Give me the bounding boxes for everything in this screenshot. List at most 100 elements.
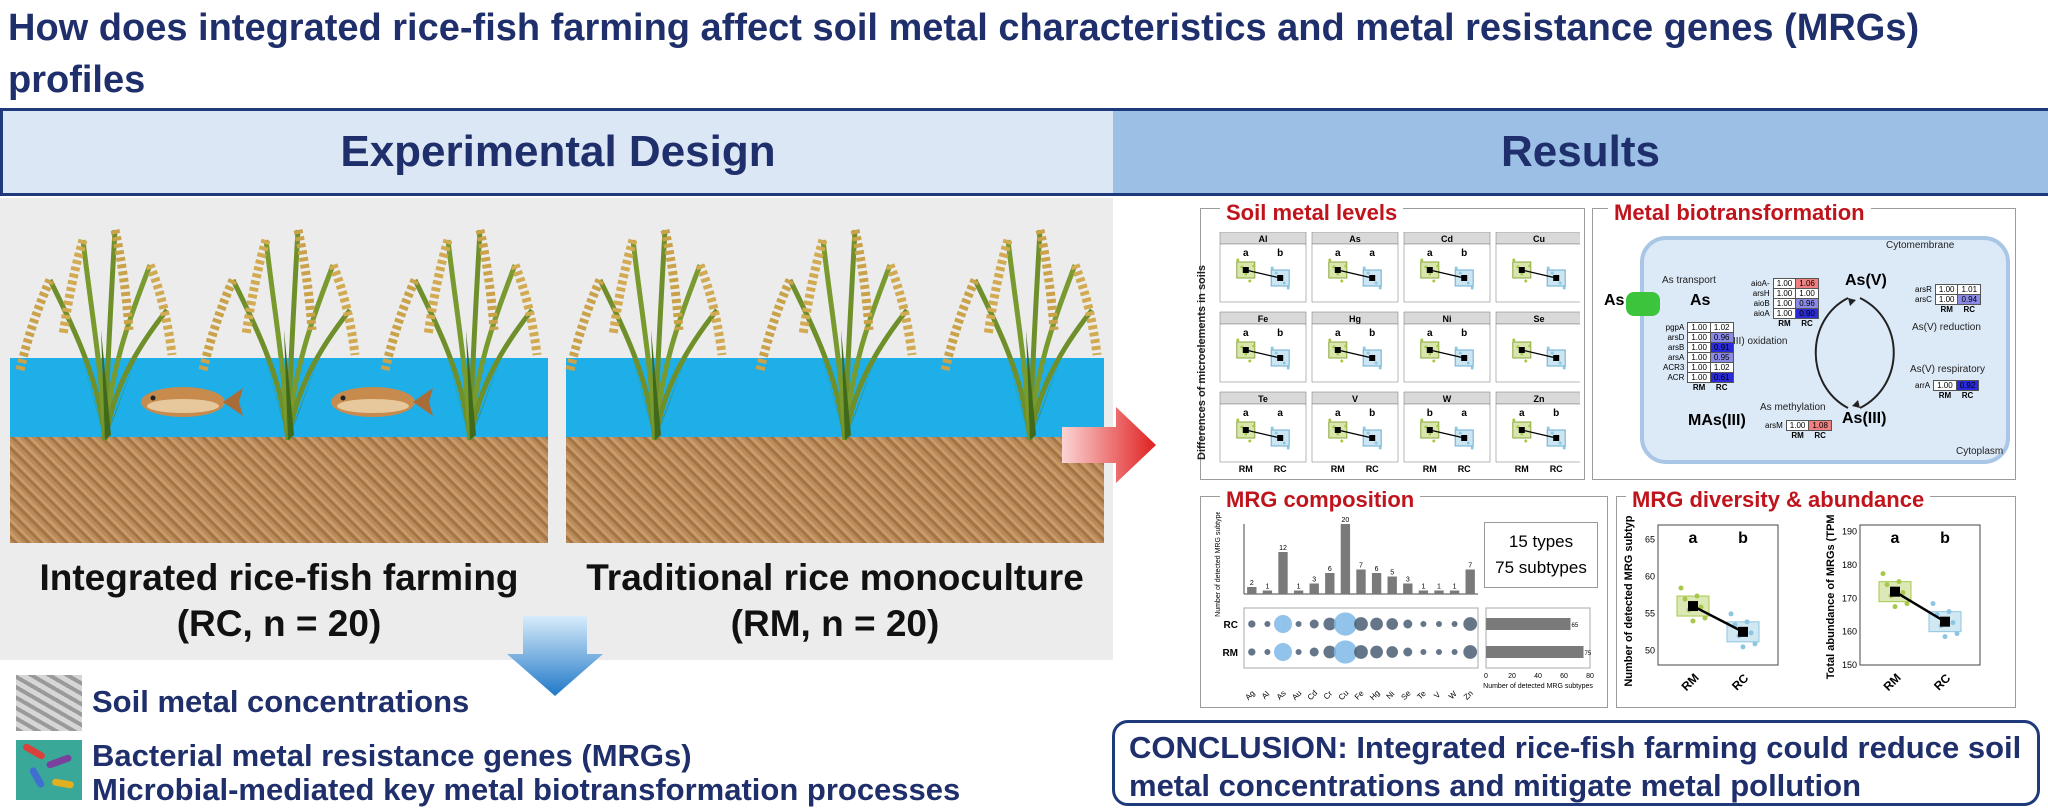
mean-marker [1688, 601, 1698, 612]
comp-bar [1356, 569, 1366, 594]
diversity-ylabel: Number of detected MRG subtypes [1623, 515, 1635, 687]
rc-point [1466, 361, 1470, 365]
group-label: RC [1729, 671, 1751, 693]
diversity-ytick: 190 [1842, 527, 1857, 537]
rm-mean [1242, 347, 1249, 353]
comp-bar [1418, 590, 1429, 594]
metal-tick: As [1275, 689, 1288, 702]
panel-frame [1495, 403, 1580, 463]
comp-bar-label: 2 [1250, 580, 1254, 587]
rm-value: 1.00 [1933, 380, 1957, 391]
mean-line [1429, 429, 1465, 439]
rm-point [1436, 344, 1440, 348]
rm-mean [1518, 427, 1525, 433]
rc-point [1458, 431, 1462, 435]
significance-letter: a [1891, 530, 1900, 547]
metal-tick: Au [1290, 689, 1303, 702]
rc-point [1558, 361, 1562, 365]
rc-point [1454, 346, 1458, 350]
panel-frame [1311, 243, 1399, 303]
rc-point [1458, 271, 1462, 275]
rc-bubble [1295, 621, 1302, 627]
mean-line [1245, 349, 1281, 359]
rm-point [1516, 265, 1520, 269]
gene-name: arsB [1667, 343, 1685, 352]
group-label-rc: RC [1458, 464, 1471, 474]
panel-name: Se [1533, 314, 1544, 324]
diversity-ytick: 160 [1842, 627, 1857, 637]
rm-bubble [1309, 647, 1319, 657]
rc-point [1562, 286, 1566, 290]
rc-letter: b [1553, 408, 1559, 419]
gene-name: ACR3 [1663, 363, 1685, 372]
comp-bar-label: 3 [1406, 577, 1410, 584]
rc-point [1274, 431, 1278, 435]
col-rm-label: RM [1940, 305, 1953, 314]
comp-bar-label: 1 [1453, 584, 1457, 591]
rm-point [1344, 424, 1348, 428]
masiii-label: MAs(III) [1688, 412, 1746, 429]
rm-point [1240, 345, 1244, 349]
rm-point [1428, 272, 1432, 276]
rc-point [1728, 611, 1734, 617]
rc-mean [1277, 275, 1284, 281]
panel-frame [1219, 243, 1307, 303]
rm-value: 1.00 [1785, 420, 1810, 431]
comp-bar-label: 20 [1342, 517, 1350, 524]
metal-tick: Zn [1462, 689, 1475, 702]
metal-tick: Se [1399, 688, 1413, 702]
rc-caption-line2: (RC, n = 20) [176, 603, 382, 644]
rc-value: 0.92 [1955, 380, 1980, 391]
rc-bubble [1370, 617, 1383, 631]
rm-bubble [1248, 648, 1256, 656]
rc-point [1550, 351, 1554, 355]
rm-point [1516, 345, 1520, 349]
rc-point [1466, 441, 1470, 445]
rm-point [1332, 265, 1336, 269]
panel-name: Te [1258, 394, 1268, 404]
rc-letter: a [1461, 408, 1467, 419]
diversity-ytick: 170 [1842, 593, 1857, 603]
panel-name: Al [1259, 234, 1268, 244]
panel-frame [1219, 403, 1307, 463]
rm-point [1244, 352, 1248, 356]
blank-cell [1912, 391, 1934, 401]
rc-mean [1277, 355, 1284, 361]
comp-bar-label: 12 [1279, 545, 1287, 552]
rc-point [1366, 351, 1370, 355]
group-label-rm: RM [1515, 464, 1529, 474]
mean-line [1521, 269, 1557, 279]
rc-point [1362, 426, 1366, 430]
biotransformation-title: Metal biotransformation [1608, 200, 1871, 226]
group-label-rm: RM [1423, 464, 1437, 474]
rm-point [1328, 418, 1332, 422]
rm-point [1336, 272, 1340, 276]
diversity-frame [1859, 524, 1981, 666]
mean-line [1894, 590, 1946, 623]
rc-value: 1.02 [1709, 322, 1734, 333]
rc-bubble [1264, 621, 1271, 627]
rc-bubble [1248, 620, 1256, 628]
fish-icon [331, 387, 433, 417]
group-label-rc: RC [1366, 464, 1379, 474]
group-label-rc: RC [1274, 464, 1287, 474]
rm-letter: b [1427, 408, 1433, 419]
rc-value: 0.94 [1957, 294, 1982, 305]
comp-bar-label: 7 [1468, 563, 1472, 570]
rm-point [1336, 432, 1340, 436]
rm-value: 1.00 [1687, 322, 1711, 333]
rm-letter: a [1243, 328, 1249, 339]
mean-line [1337, 429, 1373, 439]
rm-mean [1426, 267, 1433, 273]
rm-mean [1426, 347, 1433, 353]
blank-cell [1660, 383, 1688, 393]
rm-point [1528, 264, 1532, 268]
